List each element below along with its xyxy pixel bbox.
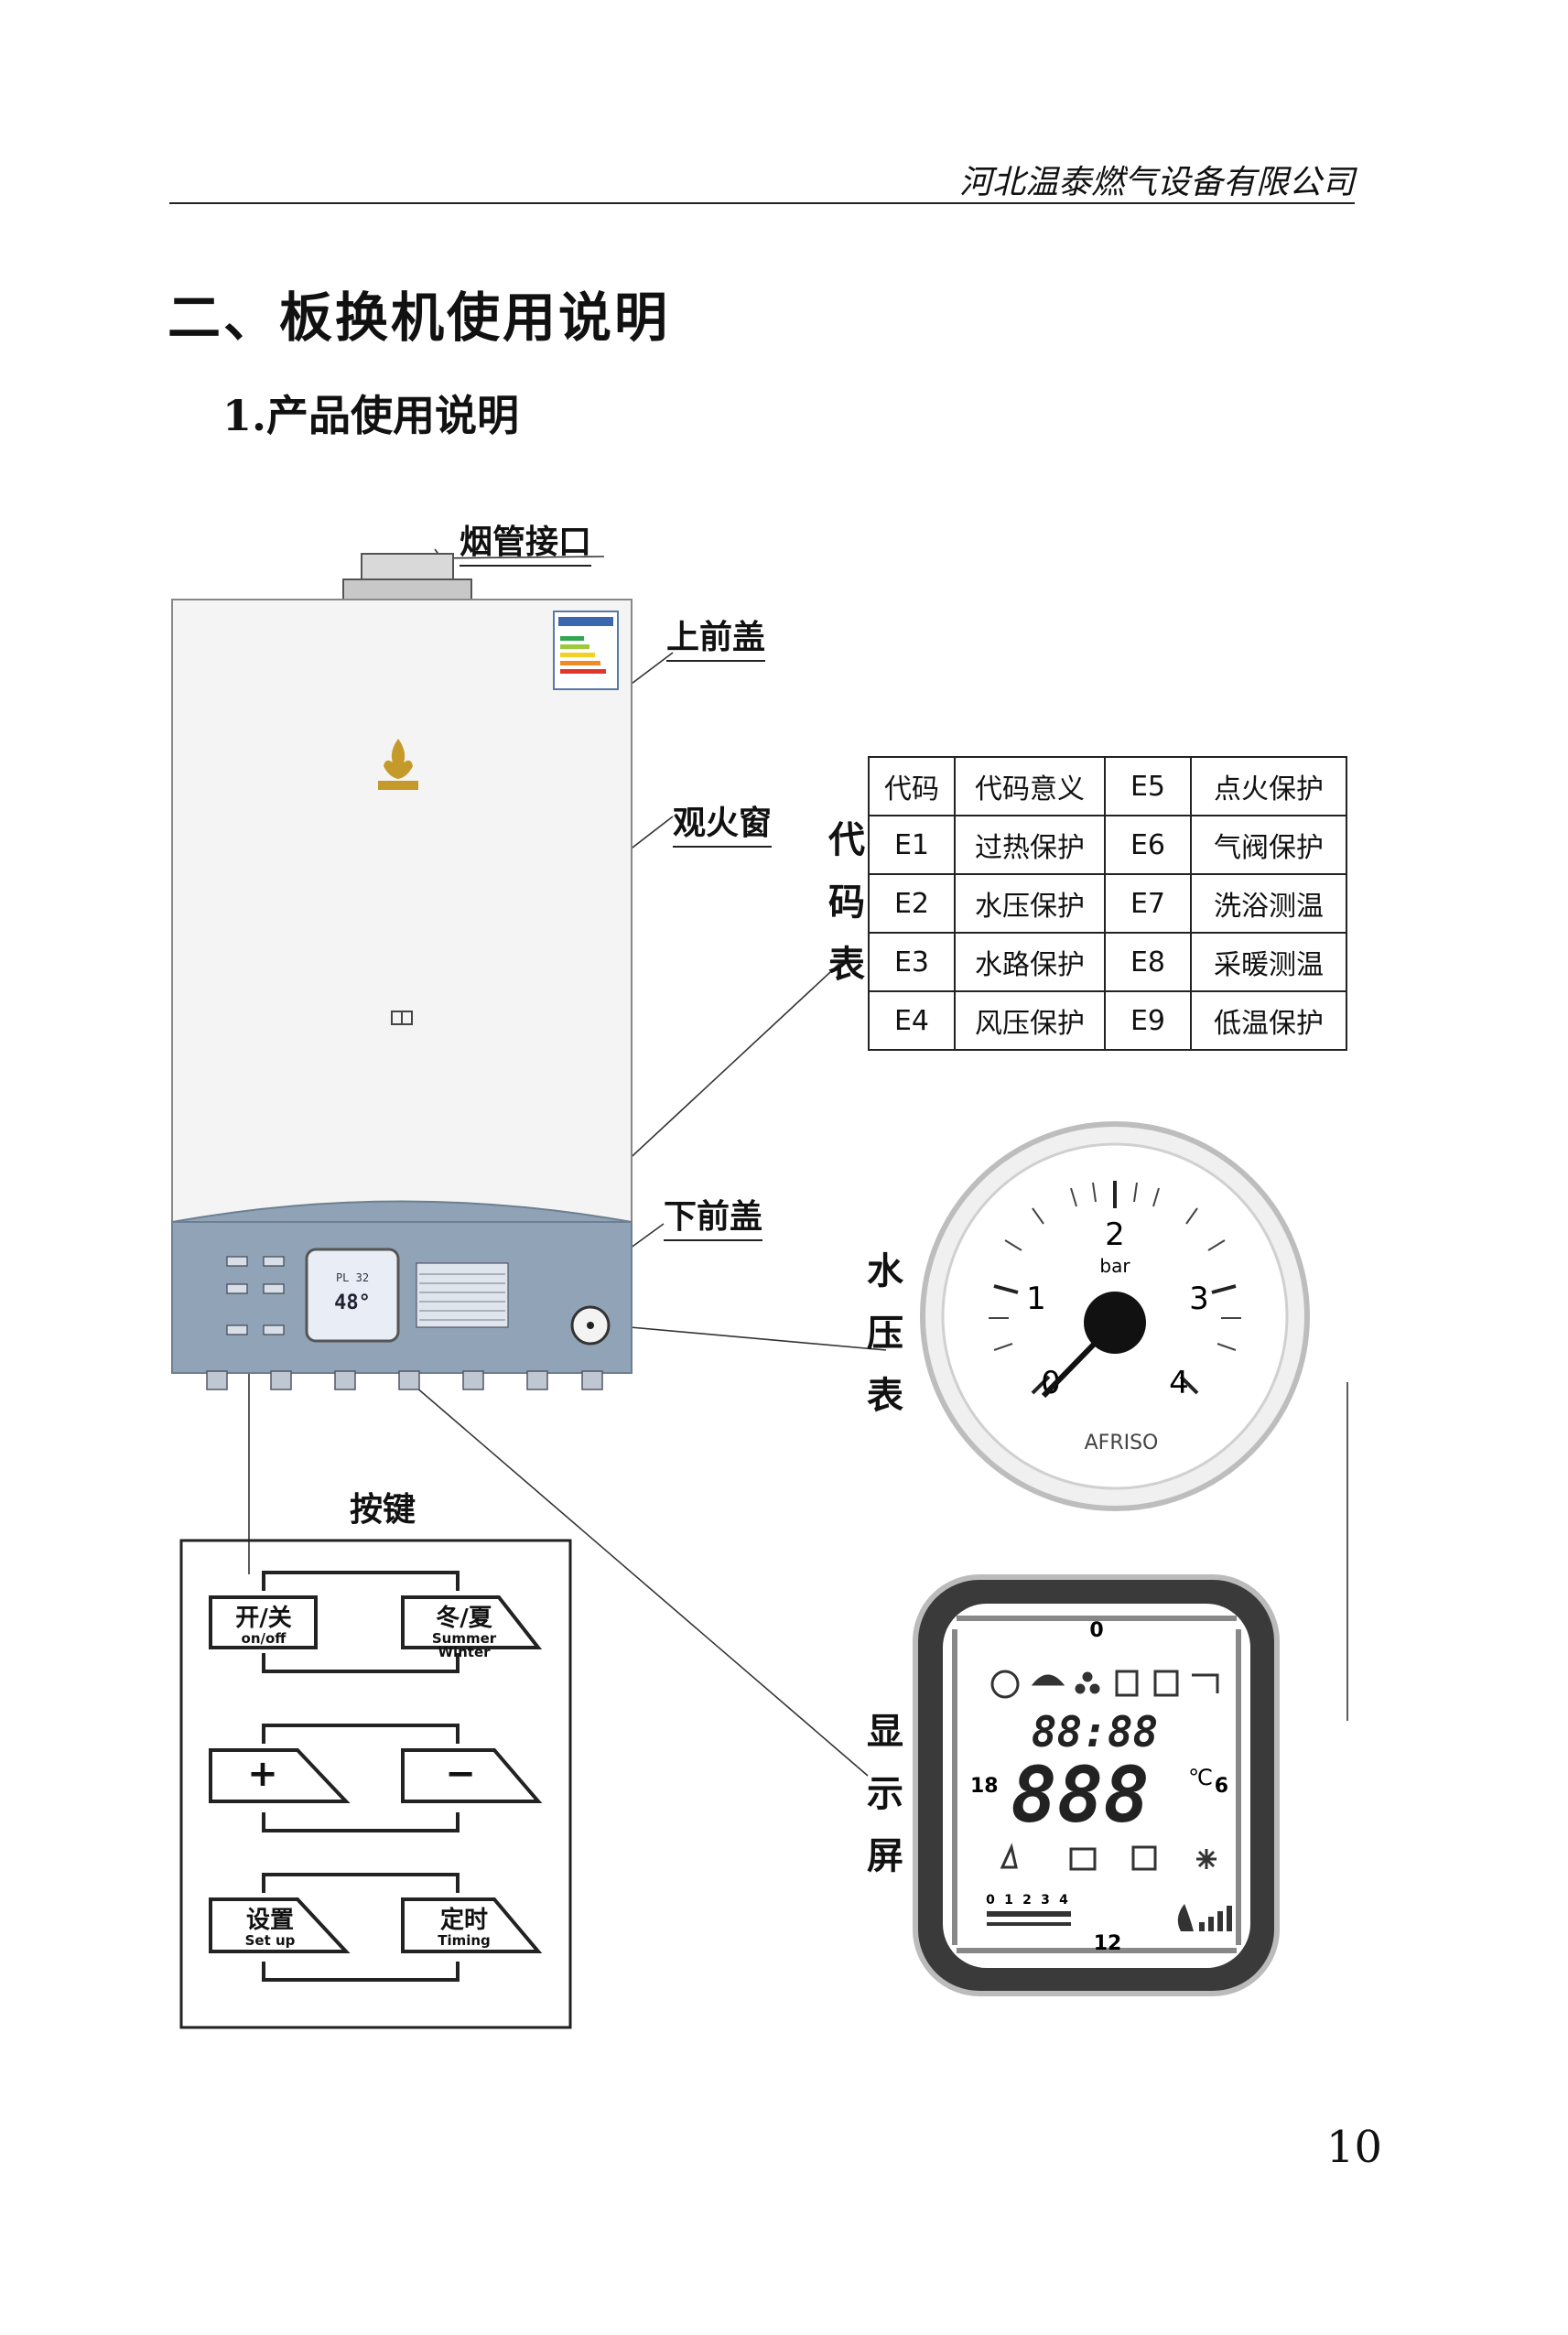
lcd-mark-left: 18	[970, 1775, 999, 1798]
page-number: 10	[1325, 2122, 1382, 2173]
panel-readout-top: PL 32	[336, 1271, 369, 1284]
svg-text:1: 1	[1004, 1893, 1013, 1908]
gauge-scale-4: 4	[1169, 1365, 1189, 1401]
table-row: E1 过热保护 E6 气阀保护	[868, 815, 1347, 875]
plus-key: +	[247, 1753, 278, 1795]
table-row: E4 风压保护 E9 低温保护	[868, 990, 1347, 1051]
gauge-scale-3: 3	[1189, 1281, 1209, 1317]
lcd-mark-right: 6	[1215, 1775, 1228, 1798]
gauge-brand: AFRISO	[1085, 1432, 1159, 1454]
lcd-mark-bottom: 12	[1094, 1932, 1122, 1955]
flue-port-drawing	[342, 553, 472, 600]
flame-window-label: 观火窗	[673, 796, 773, 848]
gauge-ticks	[993, 1181, 1237, 1395]
lcd-signal-icon	[1199, 1906, 1232, 1931]
table-row: E3 水路保护 E8 采暖测温	[868, 932, 1347, 992]
pressure-gauge-drawing: 2 bar 1 3 0 4 AFRISO	[920, 1121, 1310, 1511]
header-rule	[169, 202, 1355, 204]
table-row: E2 水压保护 E7 洗浴测温	[868, 873, 1347, 934]
keys-label: 按键	[350, 1491, 416, 1529]
gauge-scale-2: 2	[1105, 1216, 1125, 1253]
svg-text:4: 4	[1059, 1893, 1068, 1908]
lcd-mark-top: 0	[1089, 1619, 1103, 1642]
section-title: 二、板换机使用说明	[168, 286, 671, 349]
lcd-temperature: 888	[1011, 1750, 1150, 1840]
code-table-vertical-label: 代码表	[828, 819, 865, 986]
lcd-display-drawing: 0 18 6 12 88:88 888 ℃ 0 1 2 3 4	[913, 1574, 1280, 1996]
display-vertical-label: 显示屏	[867, 1711, 903, 1877]
svg-text:2: 2	[1022, 1893, 1032, 1908]
brand-logo	[378, 739, 418, 790]
keys-frame	[179, 1539, 572, 2029]
gauge-hub	[1084, 1292, 1146, 1354]
lcd-clock: 88:88	[1032, 1707, 1158, 1757]
lcd-temp-unit: ℃	[1188, 1765, 1213, 1790]
svg-text:3: 3	[1041, 1893, 1050, 1908]
lcd-mode-icons	[1000, 1843, 1217, 1871]
minus-key: −	[445, 1753, 476, 1795]
gauge-unit: bar	[1099, 1255, 1130, 1277]
lcd-bottom-scale: 0 1 2 3 4	[986, 1893, 1068, 1908]
company-name: 河北温泰燃气设备有限公司	[958, 164, 1355, 201]
panel-readout-main: 48°	[334, 1292, 371, 1314]
lcd-flame-icon	[1177, 1904, 1194, 1931]
key-shapes	[209, 1595, 543, 1953]
svg-text:0: 0	[986, 1893, 995, 1908]
table-row: 代码 代码意义 E5 点火保护	[868, 756, 1347, 816]
subsection-title: 1.产品使用说明	[222, 391, 520, 440]
flue-port-label: 烟管接口	[460, 515, 592, 567]
gauge-scale-1: 1	[1026, 1281, 1046, 1317]
lower-cover-label: 下前盖	[664, 1190, 763, 1241]
error-code-table: 代码 代码意义 E5 点火保护 E1 过热保护 E6 气阀保护 E2 水压保护 …	[868, 756, 1347, 1051]
keys-brackets	[262, 1571, 460, 1982]
boiler-drawing: PL 32 48°	[171, 599, 633, 1390]
upper-cover-label: 上前盖	[666, 611, 766, 662]
lcd-status-icons	[990, 1670, 1219, 1699]
pressure-gauge-vertical-label: 水压表	[867, 1250, 903, 1417]
